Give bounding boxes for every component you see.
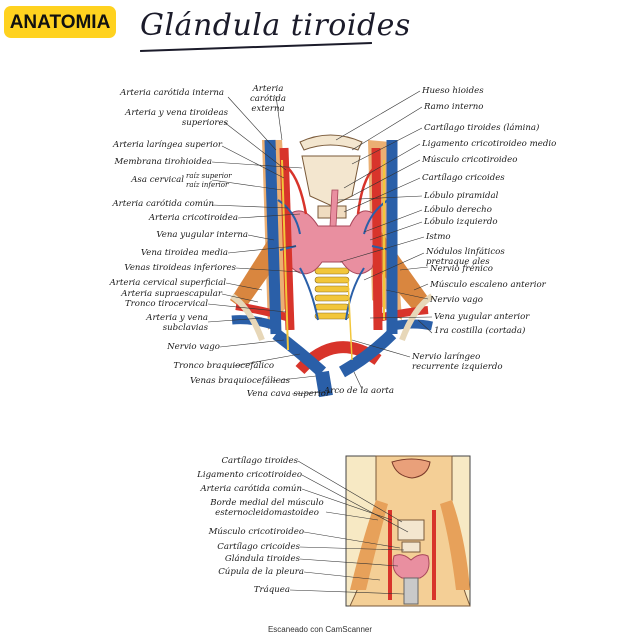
label-internal-carotid: Arteria carótida interna [120, 88, 224, 98]
label-aortic-arch: Arco de la aorta [324, 386, 394, 396]
scanner-footer: Escaneado con CamScanner [267, 625, 373, 634]
brachiocephalic-right [338, 329, 397, 378]
label-vagus-nerve-right: Nervio vago [430, 295, 483, 305]
anatomia-badge: ANATOMIA [4, 6, 116, 38]
page-title: Glándula tiroides [140, 8, 411, 43]
lateral-trachea [403, 577, 419, 605]
label-pretracheal-nodes: Nódulos linfáticos pretraque ales [426, 247, 505, 267]
label-recurrent-laryngeal: Nervio laríngeo recurrente izquierdo [412, 352, 503, 372]
thyroid-cartilage [301, 155, 361, 207]
label-internal-branch: Ramo interno [424, 102, 484, 112]
label-pyramidal-lobe: Lóbulo piramidal [424, 191, 499, 201]
label-middle-thyroid-vein: Vena tiroidea media [140, 248, 228, 258]
first-rib-right [399, 293, 434, 342]
lateral-thyroid-gland [392, 554, 430, 579]
label-isthmus: Istmo [426, 232, 451, 242]
label-lat-cricothyroid-muscle: Músculo cricotiroideo [208, 527, 304, 537]
lateral-thyroid-cartilage [397, 519, 425, 541]
label-lat-thyroid-cartilage: Cartílago tiroides [221, 456, 298, 466]
brachiocephalic-left [272, 329, 327, 377]
sternocleidomastoid-right [440, 500, 470, 590]
label-thyroid-cartilage-lamina: Cartílago tiroides (lámina) [424, 123, 540, 133]
label-right-lobe: Lóbulo derecho [424, 205, 492, 215]
lateral-cricoid [401, 541, 421, 553]
label-lat-common-carotid: Arteria carótida común [200, 484, 302, 494]
badge-label: ANATOMIA [9, 12, 111, 33]
label-median-cricothyroid-ligament: Ligamento cricotiroideo medio [422, 139, 557, 149]
left-internal-jugular [264, 139, 282, 335]
label-anterior-jugular: Vena yugular anterior [434, 312, 530, 322]
trachea-rings [314, 267, 350, 320]
label-lat-cricothyroid-ligament: Ligamento cricotiroideo [197, 470, 302, 480]
label-lat-trachea: Tráquea [253, 585, 290, 595]
label-superior-thyroid-vessels: Arteria y vena tiroideas superiores [125, 108, 228, 128]
label-hyoid-bone: Hueso hioides [422, 86, 484, 96]
label-brachiocephalic-trunk: Tronco braquiocefálico [173, 361, 274, 371]
chin-mouth [391, 458, 431, 479]
label-anterior-scalene: Músculo escaleno anterior [430, 280, 546, 290]
left-common-carotid [279, 147, 295, 331]
label-phrenic-nerve: Nervio frénico [430, 264, 493, 274]
recurrent-laryngeal-nerve [347, 279, 353, 361]
thyroid-veins [277, 199, 391, 321]
scalene-left [230, 240, 278, 310]
sternocleidomastoid-left [350, 500, 388, 590]
superior-thyroid-artery [287, 167, 308, 215]
label-cricoid-cartilage: Cartílago cricoides [422, 173, 505, 183]
leader-lines-lateral [289, 460, 409, 595]
label-inferior-root: raíz inferior [186, 181, 229, 189]
label-common-carotid: Arteria carótida común [112, 199, 214, 209]
label-external-carotid: Arteria carótida externa [249, 84, 287, 114]
right-common-carotid [371, 147, 383, 331]
vagus-nerve-left [281, 159, 289, 351]
label-first-rib: 1ra costilla (cortada) [434, 326, 526, 336]
label-lat-pleural-cupula: Cúpula de la pleura [218, 567, 304, 577]
superior-thyroid-artery-right [356, 167, 375, 215]
label-subclavian-vessels: Arteria y vena subclavias [146, 313, 208, 333]
label-vagus-nerve-left: Nervio vago [167, 342, 220, 352]
label-superior-vena-cava: Vena cava superior [246, 389, 330, 399]
label-superior-laryngeal-artery: Arteria laríngea superior [113, 140, 222, 150]
hyoid-bone [299, 134, 363, 151]
leader-lines-main [207, 90, 433, 395]
label-thyrocervical-trunk: Tronco tirocervical [124, 299, 208, 309]
label-lat-scm-border: Borde medial del músculo esternocleidoma… [210, 498, 324, 518]
first-rib-left [230, 293, 265, 342]
label-brachiocephalic-veins: Venas braquiocefálicas [189, 376, 290, 386]
label-lat-cricoid: Cartílago cricoides [217, 542, 300, 552]
label-left-lobe: Lóbulo izquierdo [424, 217, 498, 227]
right-subclavian-vein [391, 319, 433, 331]
label-suprascapular-artery: Arteria supraescapular [121, 289, 222, 299]
label-superficial-cervical-artery: Arteria cervical superficial [109, 278, 226, 288]
label-thyrohyoid-membrane: Membrana tirohioidea [114, 157, 212, 167]
pyramidal-lobe [329, 189, 339, 227]
label-inferior-thyroid-veins: Venas tiroideas inferiores [124, 263, 236, 273]
label-superior-root: raíz superior [186, 172, 232, 180]
label-cricothyroid-muscle: Músculo cricotiroideo [422, 155, 518, 165]
superior-vena-cava [315, 370, 333, 398]
label-lat-thyroid-gland: Glándula tiroides [224, 554, 300, 564]
label-internal-jugular: Vena yugular interna [156, 230, 248, 240]
label-cricothyroid-artery: Arteria cricotiroidea [148, 213, 238, 223]
right-subclavian-artery [377, 306, 429, 322]
label-ansa-cervicalis: Asa cervical [131, 175, 184, 185]
